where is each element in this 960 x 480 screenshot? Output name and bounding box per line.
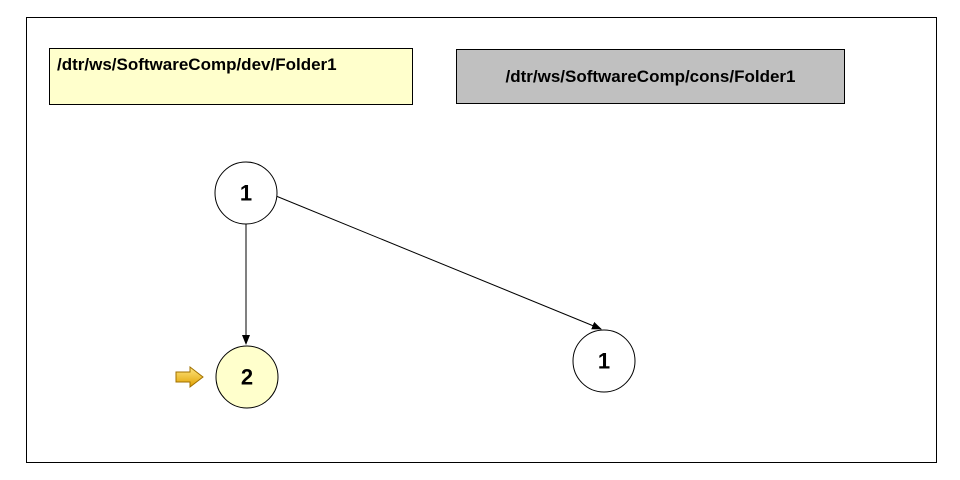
cons-workspace-label: /dtr/ws/SoftwareComp/cons/Folder1 bbox=[456, 49, 845, 104]
version-node-cons-1-label: 1 bbox=[598, 349, 610, 374]
version-node-dev-1-label: 1 bbox=[240, 181, 252, 206]
version-node-cons-1[interactable]: 1 bbox=[572, 329, 636, 393]
edge-dev1-to-cons1 bbox=[275, 195, 602, 330]
dev-workspace-label: /dtr/ws/SoftwareComp/dev/Folder1 bbox=[49, 48, 413, 105]
version-node-dev-2-label: 2 bbox=[241, 365, 253, 390]
diagram-frame bbox=[26, 17, 937, 463]
version-node-dev-1[interactable]: 1 bbox=[214, 161, 278, 225]
version-node-dev-2[interactable]: 2 bbox=[215, 345, 279, 409]
right-arrow-icon bbox=[175, 365, 204, 389]
